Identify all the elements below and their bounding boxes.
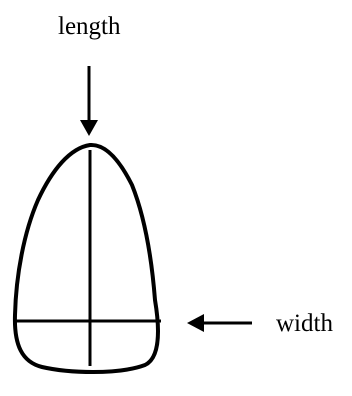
seed-outline <box>12 142 160 374</box>
width-label: width <box>276 310 333 337</box>
length-label: length <box>58 13 121 40</box>
width-arrow <box>187 314 252 332</box>
length-arrow <box>80 66 98 136</box>
